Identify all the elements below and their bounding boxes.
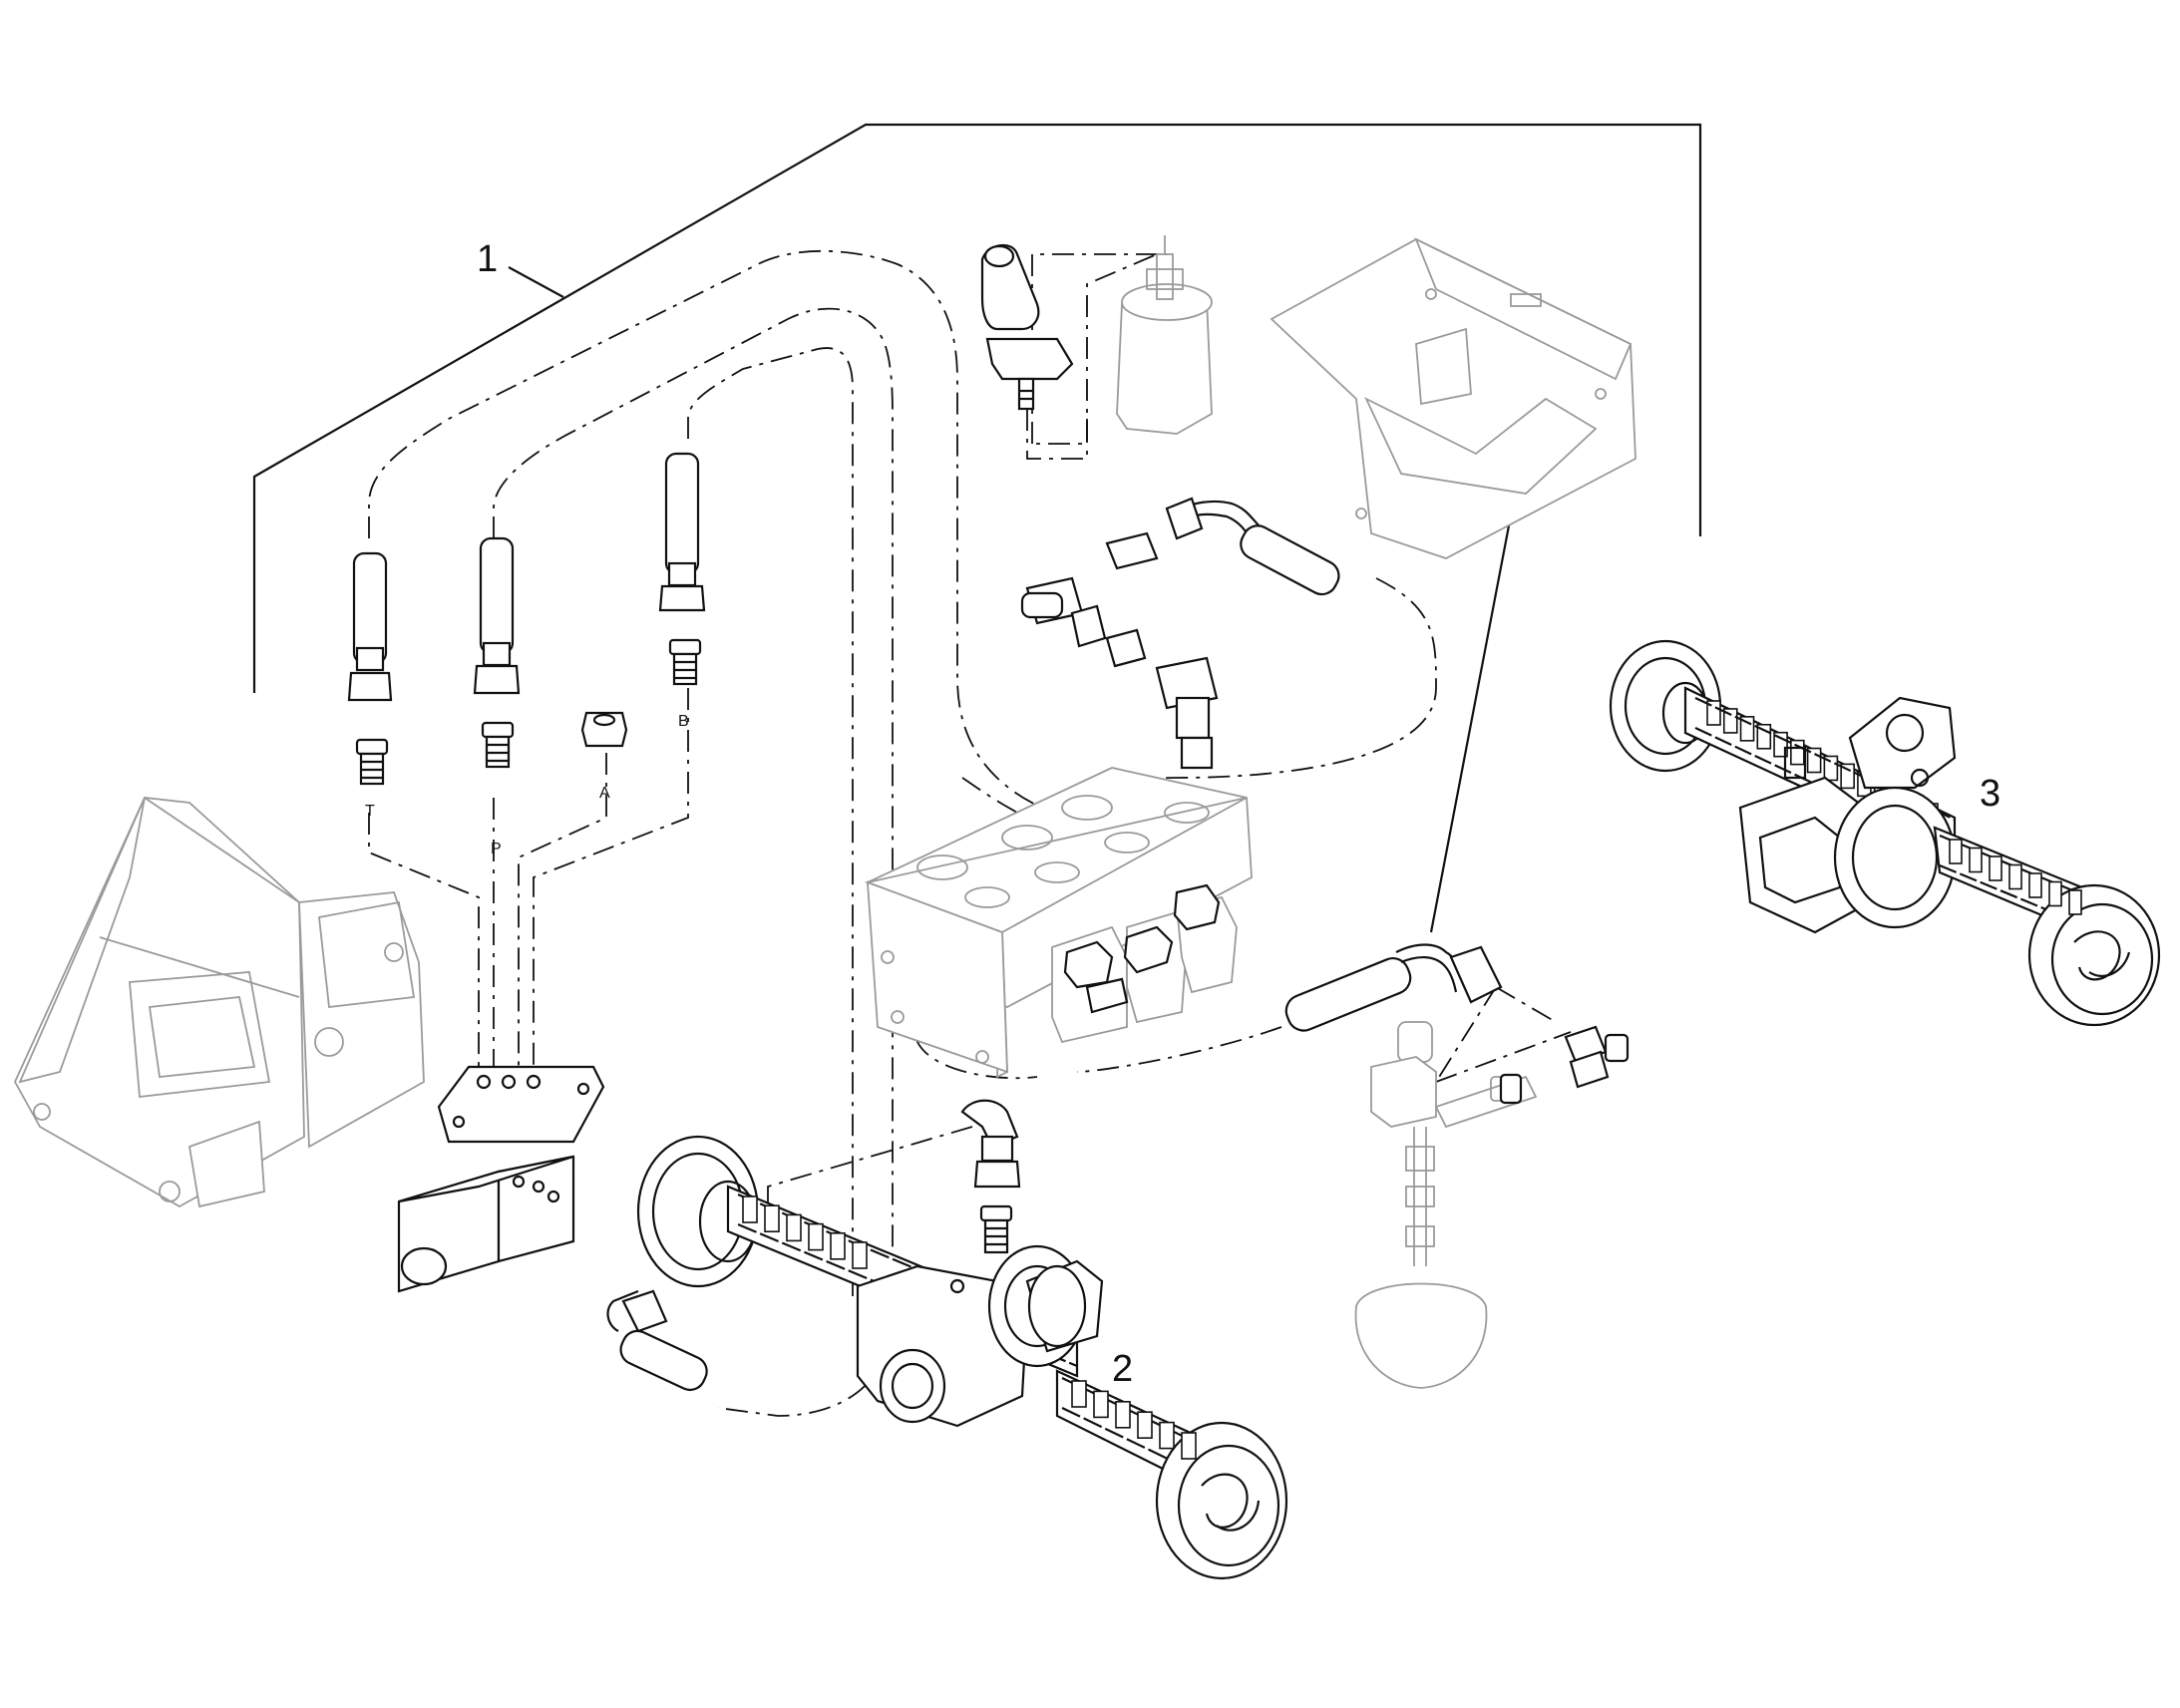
axle-rib — [764, 1204, 780, 1232]
rear-axle-ribs-outer — [1949, 839, 2082, 915]
port-label-p: P — [491, 841, 502, 857]
joystick — [980, 243, 1074, 411]
chassis-frame — [13, 797, 425, 1208]
axle-rib — [1949, 839, 1963, 864]
axle-rib — [830, 1232, 846, 1260]
fitting-t — [355, 738, 389, 786]
fitting-b — [668, 638, 702, 686]
port-label-a: A — [599, 785, 610, 802]
axle-rib — [1790, 739, 1805, 766]
port-label-t: T — [365, 803, 375, 820]
axle-rib — [742, 1196, 758, 1223]
axle-rib — [1989, 855, 2002, 881]
pilot-valve — [1116, 235, 1213, 435]
hose-lower-left — [606, 1289, 708, 1392]
axle-rib — [1181, 1432, 1197, 1460]
solenoid-valve — [397, 1155, 575, 1293]
plug-a: A — [580, 711, 628, 802]
axle-rib — [2048, 880, 2062, 907]
front-axle-ribs — [742, 1196, 1197, 1460]
callout-number-2: 2 — [1112, 1348, 1133, 1390]
axle-rib — [1137, 1411, 1153, 1439]
axle-rib — [786, 1213, 802, 1242]
front-axle — [636, 1135, 1288, 1580]
hose-t: T — [347, 551, 393, 820]
axle-rib — [1159, 1421, 1175, 1450]
port-label-b: B — [678, 713, 689, 730]
axle-rib — [1969, 847, 1983, 873]
axle-rib — [2008, 863, 2022, 890]
hose-b: B — [658, 452, 706, 730]
callout-number-3: 3 — [1980, 773, 2000, 815]
pilot-line — [1026, 253, 1158, 460]
hose-lower-right — [1284, 943, 1630, 1089]
callout-bracket-1 — [252, 123, 1702, 693]
accumulator — [1354, 1021, 1538, 1389]
hose-upper-right — [1165, 497, 1340, 596]
fitting-p — [481, 721, 515, 769]
cab-mount-bracket — [1270, 237, 1636, 559]
axle-rib — [1071, 1380, 1087, 1408]
manifold-plate — [437, 1065, 605, 1144]
axle-rib — [1823, 755, 1839, 782]
axle-rib — [2068, 889, 2082, 915]
axle-rib — [808, 1222, 824, 1251]
control-valve-block — [864, 767, 1253, 1079]
axle-rib — [1115, 1401, 1131, 1429]
callout-number-1: 1 — [477, 238, 498, 280]
rear-axle — [1609, 639, 2161, 1027]
axle-rib — [2028, 872, 2042, 898]
axle-rib — [1093, 1390, 1109, 1419]
tee-fittings-upper — [1020, 531, 1219, 770]
hose-p: P — [473, 536, 521, 857]
axle-rib — [852, 1241, 868, 1269]
axle-rib — [1722, 708, 1738, 734]
elbow-fitting-front — [960, 1099, 1021, 1254]
